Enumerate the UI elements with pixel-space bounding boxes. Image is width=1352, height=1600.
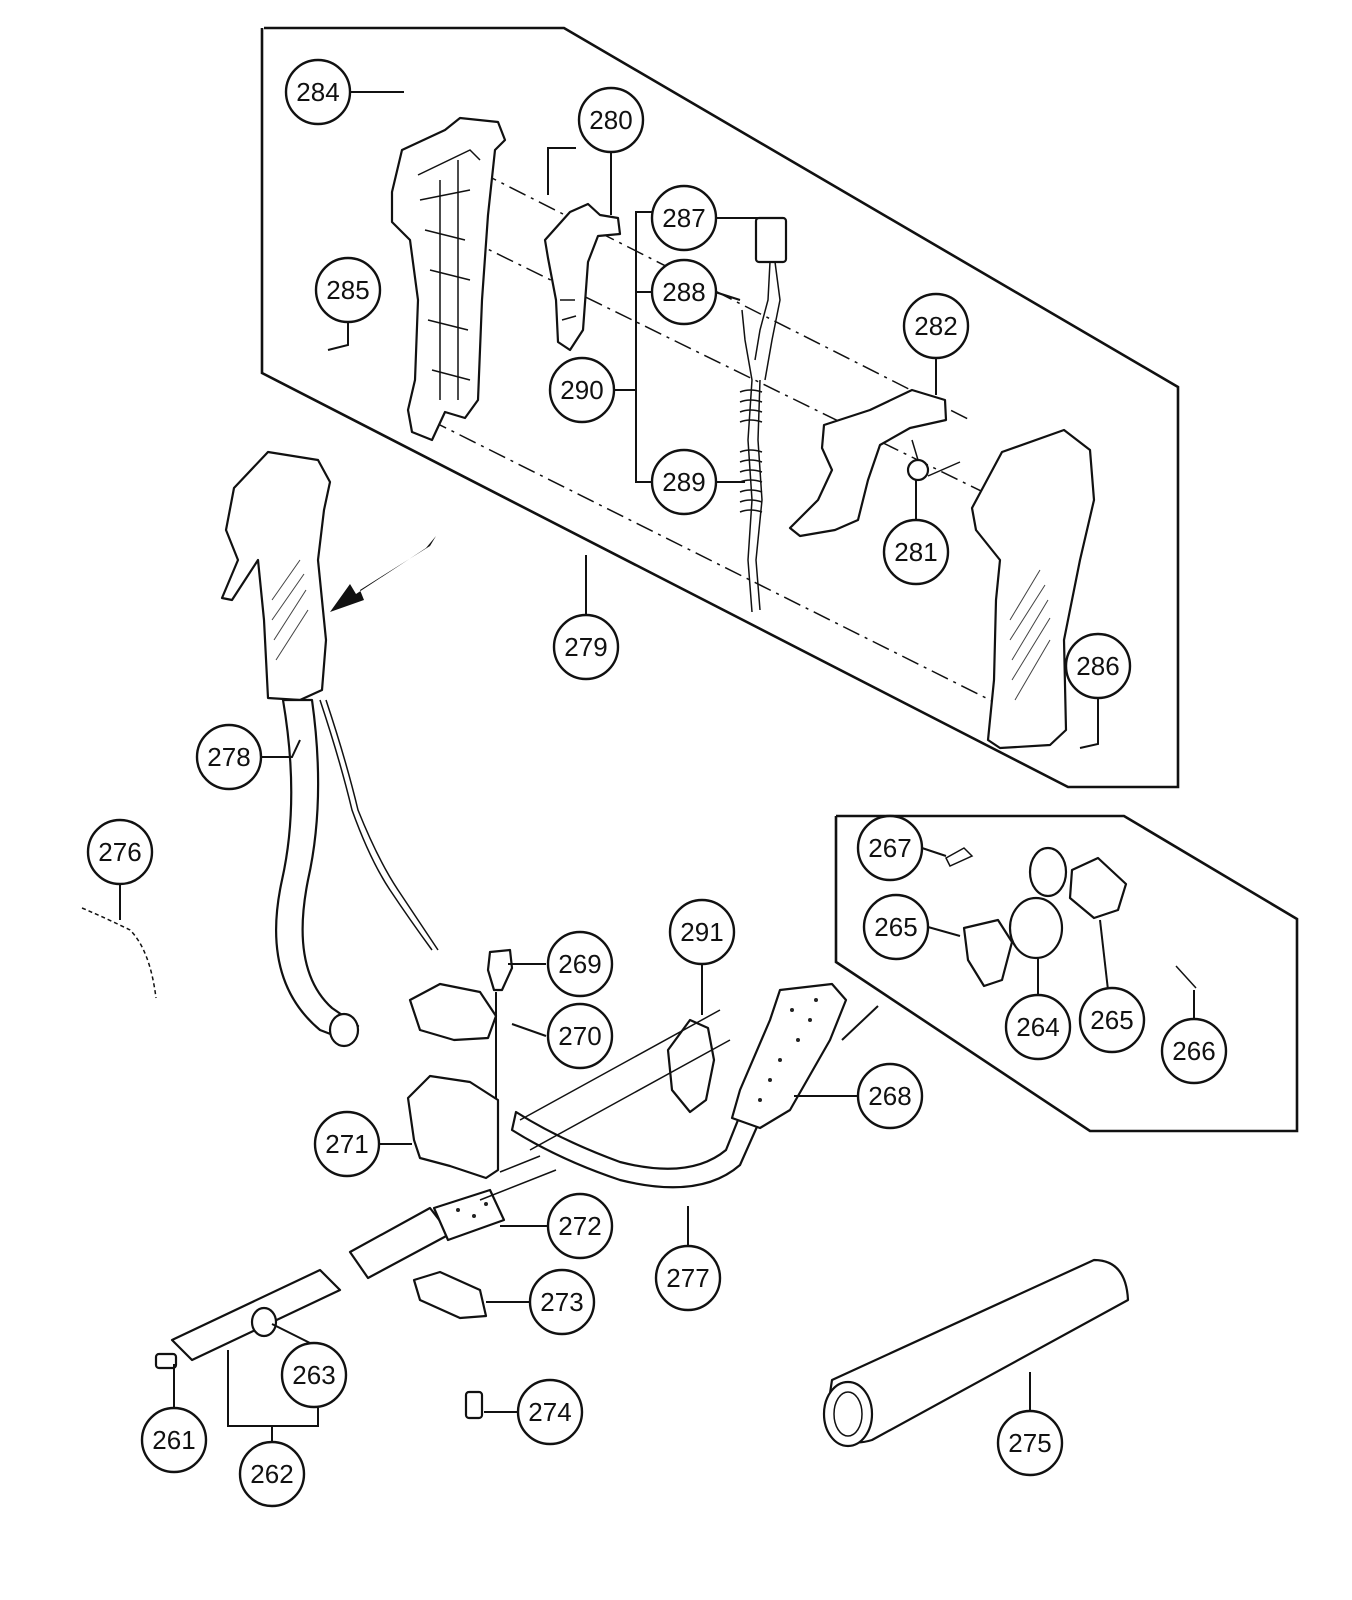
callout-265-right: 265	[1078, 986, 1146, 1054]
callout-label: 273	[540, 1287, 583, 1317]
throttle-trigger-part	[788, 388, 948, 538]
callout-label: 278	[207, 742, 250, 772]
callout-label: 291	[680, 917, 723, 947]
callout-289: 289	[650, 448, 718, 516]
callout-label: 263	[292, 1360, 335, 1390]
callout-277: 277	[654, 1244, 722, 1312]
callout-274: 274	[516, 1378, 584, 1446]
arrow-icon	[330, 536, 436, 612]
callout-288: 288	[650, 258, 718, 326]
shaft-cover-tube-part	[822, 1258, 1130, 1448]
callout-label: 279	[564, 632, 607, 662]
callout-270: 270	[546, 1002, 614, 1070]
callout-label: 268	[868, 1081, 911, 1111]
callout-279: 279	[552, 613, 620, 681]
callout-264: 264	[1004, 993, 1072, 1061]
callout-label: 289	[662, 467, 705, 497]
callout-label: 275	[1008, 1428, 1051, 1458]
callout-label: 280	[589, 105, 632, 135]
callout-label: 265	[874, 912, 917, 942]
callout-276: 276	[86, 818, 154, 886]
clamp-assembly-outline	[834, 814, 1299, 1133]
callout-280: 280	[577, 86, 645, 154]
handle-housing-right-part	[970, 428, 1096, 750]
callout-label: 286	[1076, 651, 1119, 681]
callout-285: 285	[314, 256, 382, 324]
callout-label: 285	[326, 275, 369, 305]
switch-lever-part	[543, 202, 622, 352]
handle-tube-part	[275, 698, 439, 1048]
callout-label: 271	[325, 1129, 368, 1159]
clamp-sub-assembly-part	[945, 846, 1197, 989]
upper-assembly-outline	[260, 26, 1180, 789]
callout-269: 269	[546, 930, 614, 998]
callout-label: 267	[868, 833, 911, 863]
callout-label: 290	[560, 375, 603, 405]
callout-281: 281	[882, 518, 950, 586]
handle-housing-half-part	[390, 116, 507, 442]
wire-harness-part	[739, 216, 788, 613]
callout-label: 269	[558, 949, 601, 979]
callout-label: 274	[528, 1397, 571, 1427]
part-callouts: 284 280 287 288 285 282 290 289	[86, 58, 1228, 1508]
callout-label: 272	[558, 1211, 601, 1241]
callout-263: 263	[280, 1341, 348, 1409]
callout-265-left: 265	[862, 893, 930, 961]
callout-284: 284	[284, 58, 352, 126]
callout-label: 262	[250, 1459, 293, 1489]
callout-label: 276	[98, 837, 141, 867]
callout-label: 288	[662, 277, 705, 307]
callout-273: 273	[528, 1268, 596, 1336]
callout-278: 278	[195, 723, 263, 791]
callout-label: 266	[1172, 1036, 1215, 1066]
drive-shaft-part	[154, 1155, 557, 1420]
callout-290: 290	[548, 356, 616, 424]
foam-grip-part	[730, 982, 848, 1130]
callout-label: 284	[296, 77, 339, 107]
callout-282: 282	[902, 292, 970, 360]
callout-label: 277	[666, 1263, 709, 1293]
callout-label: 265	[1090, 1005, 1133, 1035]
handle-clamp-part	[406, 948, 514, 1180]
callout-label: 264	[1016, 1012, 1059, 1042]
callout-291: 291	[668, 898, 736, 966]
callout-label: 270	[558, 1021, 601, 1051]
callout-261: 261	[140, 1406, 208, 1474]
complete-handle-part	[220, 450, 436, 702]
callout-label: 287	[662, 203, 705, 233]
lanyard-chain-part	[81, 907, 157, 999]
spring-part	[906, 439, 961, 482]
callout-268: 268	[856, 1062, 924, 1130]
leader-lines	[119, 91, 1195, 1442]
callout-label: 261	[152, 1425, 195, 1455]
callout-label: 281	[894, 537, 937, 567]
callout-266: 266	[1160, 1017, 1228, 1085]
callout-271: 271	[313, 1110, 381, 1178]
callout-label: 282	[914, 311, 957, 341]
callout-267: 267	[856, 814, 924, 882]
callout-275: 275	[996, 1409, 1064, 1477]
callout-272: 272	[546, 1192, 614, 1260]
callout-287: 287	[650, 184, 718, 252]
callout-286: 286	[1064, 632, 1132, 700]
callout-262: 262	[238, 1440, 306, 1508]
